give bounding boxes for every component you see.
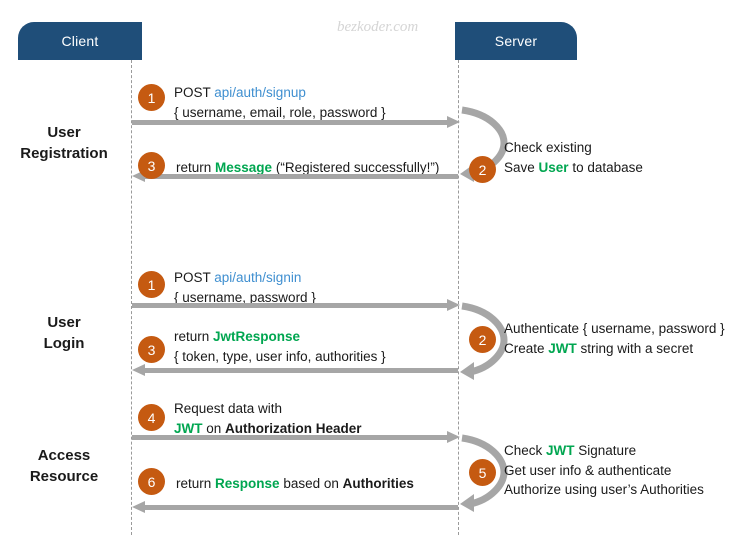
phase-label-user-login: User Login	[0, 313, 128, 354]
badge-number: 2	[478, 331, 487, 348]
step-badge-3-jwtresponse: 3	[138, 336, 165, 363]
check-line-2: Save User to database	[504, 158, 643, 178]
step-badge-1-signup: 1	[138, 84, 165, 111]
signin-line-1: POST api/auth/signin	[174, 268, 316, 288]
return-message-line: return Message (“Registered successfully…	[176, 158, 439, 178]
request-token: JWT	[174, 420, 203, 436]
request-header: Authorization Header	[225, 420, 362, 436]
actor-server-box: Server	[455, 22, 577, 60]
create-suffix: string with a secret	[576, 340, 694, 356]
step-badge-2-check-existing: 2	[469, 156, 496, 183]
return-authorities: Authorities	[342, 476, 414, 491]
message-text-return-response: return Response based on Authorities	[176, 474, 414, 494]
message-text-request-data: Request data with JWT on Authorization H…	[174, 399, 362, 438]
badge-number: 5	[478, 464, 487, 481]
badge-number: 4	[147, 409, 156, 426]
create-prefix: Create	[504, 340, 549, 356]
arrow-server-to-client-message	[132, 170, 458, 182]
watermark: bezkoder.com	[337, 19, 419, 35]
jwtresponse-line-2: { token, type, user info, authorities }	[174, 348, 386, 364]
return-type: Response	[215, 476, 280, 491]
check-jwt-line-1: Check JWT Signature	[504, 441, 704, 461]
authenticate-line-2: Create JWT string with a secret	[504, 339, 725, 359]
save-suffix: to database	[568, 159, 643, 175]
lifeline-server	[458, 60, 459, 535]
phase-label-access-resource: Access Resource	[0, 446, 128, 487]
badge-number: 3	[147, 341, 156, 358]
return-payload: (“Registered successfully!”)	[272, 160, 440, 175]
step-badge-2-authenticate: 2	[469, 326, 496, 353]
arrow-client-to-server-signup	[132, 116, 460, 128]
phase-label-line1: User	[47, 124, 81, 141]
signup-line-1: POST api/auth/signup	[174, 83, 386, 103]
check-token: JWT	[546, 443, 575, 458]
phase-label-line1: User	[47, 314, 81, 331]
signin-line-2: { username, password }	[174, 289, 316, 305]
check-prefix: Check	[504, 443, 547, 458]
message-text-signin: POST api/auth/signin { username, passwor…	[174, 268, 316, 307]
signup-line-2: { username, email, role, password }	[174, 104, 386, 120]
request-joiner: on	[202, 420, 226, 436]
return-type: Message	[215, 160, 273, 175]
message-text-check-jwt: Check JWT Signature Get user info & auth…	[504, 441, 704, 500]
check-suffix: Signature	[574, 443, 637, 458]
arrow-client-to-server-request-data	[132, 431, 460, 443]
step-badge-1-signin: 1	[138, 271, 165, 298]
message-text-return-message: return Message (“Registered successfully…	[176, 158, 439, 178]
check-line-1: Check existing	[504, 140, 592, 155]
return-prefix: return	[176, 160, 216, 175]
check-jwt-line-2: Get user info & authenticate	[504, 462, 672, 478]
step-badge-6-return-response: 6	[138, 468, 165, 495]
actor-client-label: Client	[61, 33, 99, 49]
badge-number: 1	[147, 276, 156, 293]
arrow-server-to-client-jwtresponse	[132, 364, 458, 376]
return-type: JwtResponse	[213, 329, 301, 344]
actor-client-box: Client	[18, 22, 142, 60]
jwtresponse-line-1: return JwtResponse	[174, 327, 386, 347]
actor-server-label: Server	[494, 33, 538, 49]
return-prefix: return	[174, 329, 214, 344]
step-badge-4-request-data: 4	[138, 404, 165, 431]
badge-number: 1	[147, 89, 156, 106]
phase-label-line2: Registration	[20, 144, 108, 162]
message-text-check-existing: Check existing Save User to database	[504, 138, 643, 177]
badge-number: 6	[147, 473, 156, 490]
message-text-authenticate: Authenticate { username, password } Crea…	[504, 319, 725, 358]
request-line-1: Request data with	[174, 401, 283, 416]
phase-label-line2: Login	[43, 334, 85, 352]
phase-label-line2: Resource	[29, 467, 99, 485]
save-prefix: Save	[504, 159, 539, 175]
return-joiner: based on	[279, 476, 343, 491]
step-badge-5-check-jwt: 5	[469, 459, 496, 486]
return-response-line: return Response based on Authorities	[176, 474, 414, 494]
message-text-jwtresponse: return JwtResponse { token, type, user i…	[174, 327, 386, 366]
check-jwt-line-3: Authorize using user’s Authorities	[504, 482, 704, 498]
arrow-server-to-client-response	[132, 501, 458, 513]
phase-label-user-registration: User Registration	[0, 123, 128, 164]
step-badge-3-return-message: 3	[138, 152, 165, 179]
create-token: JWT	[548, 340, 577, 356]
signin-url: api/auth/signin	[214, 270, 302, 285]
message-text-signup: POST api/auth/signup { username, email, …	[174, 83, 386, 122]
badge-number: 3	[147, 157, 156, 174]
request-line-2: JWT on Authorization Header	[174, 419, 362, 439]
arrow-client-to-server-signin	[132, 299, 460, 311]
phase-label-line1: Access	[37, 447, 91, 464]
signin-method: POST	[174, 270, 215, 285]
signup-url: api/auth/signup	[214, 85, 306, 100]
badge-number: 2	[478, 161, 487, 178]
signup-method: POST	[174, 85, 215, 100]
lifeline-client	[131, 60, 132, 535]
return-prefix: return	[176, 476, 216, 491]
authenticate-line-1: Authenticate { username, password }	[504, 321, 725, 336]
save-entity: User	[538, 159, 569, 175]
